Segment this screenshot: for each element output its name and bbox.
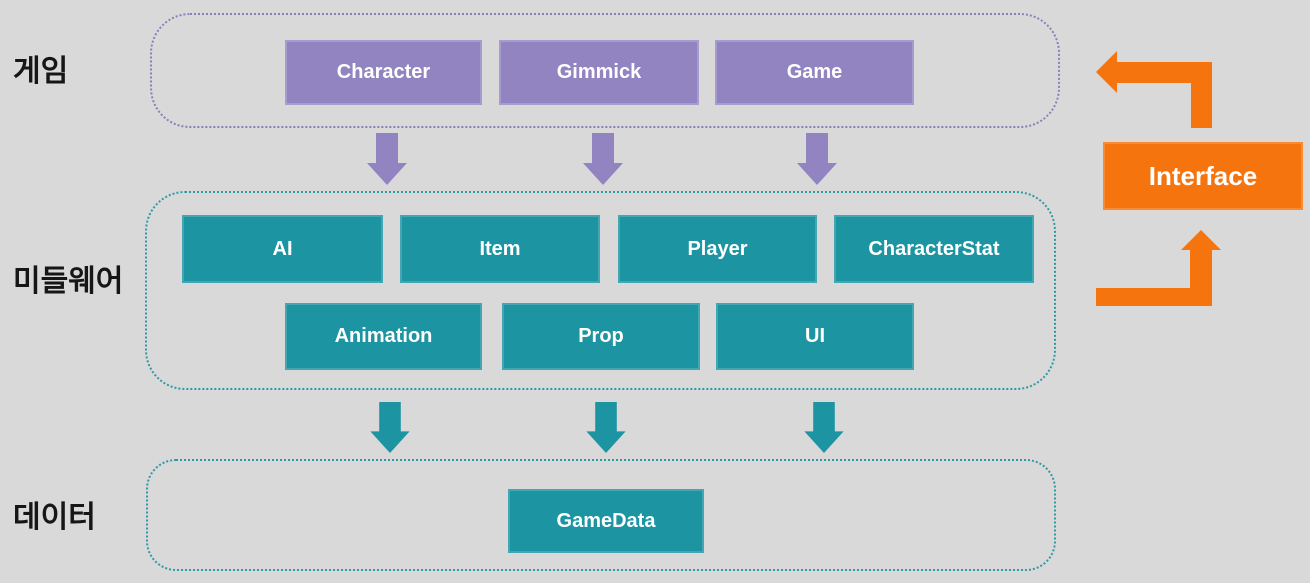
- box-animation: Animation: [285, 303, 482, 370]
- arrow-middleware-to-data-3: [804, 402, 844, 453]
- middleware-layer-container: AI Item Player CharacterStat Animation P…: [145, 191, 1056, 390]
- box-character: Character: [285, 40, 482, 105]
- interface-box: Interface: [1103, 142, 1303, 210]
- box-gamedata: GameData: [508, 489, 704, 553]
- box-prop: Prop: [502, 303, 700, 370]
- arrow-middleware-to-data-1: [370, 402, 410, 453]
- elbow-arrow-up-icon: [1096, 230, 1221, 306]
- arrow-middleware-to-data-2: [586, 402, 626, 453]
- arrow-down-icon: [804, 402, 844, 453]
- data-layer-container: GameData: [146, 459, 1056, 571]
- box-game: Game: [715, 40, 914, 105]
- layer-label-game: 게임: [13, 55, 69, 88]
- layer-label-middleware: 미들웨어: [13, 265, 124, 298]
- box-player: Player: [618, 215, 817, 283]
- arrow-game-to-middleware-3: [797, 133, 837, 185]
- box-item: Item: [400, 215, 600, 283]
- game-layer-container: Character Gimmick Game: [150, 13, 1060, 128]
- arrow-down-icon: [586, 402, 626, 453]
- box-gimmick: Gimmick: [499, 40, 699, 105]
- box-ai: AI: [182, 215, 383, 283]
- arrow-down-icon: [367, 133, 407, 185]
- arrow-game-to-middleware-2: [583, 133, 623, 185]
- layer-label-data: 데이터: [13, 501, 96, 534]
- interface-arrow-bottom: [1096, 230, 1221, 306]
- arrow-down-icon: [583, 133, 623, 185]
- box-characterstat: CharacterStat: [834, 215, 1034, 283]
- interface-arrow-top: [1096, 51, 1212, 128]
- arrow-down-icon: [797, 133, 837, 185]
- arrow-down-icon: [370, 402, 410, 453]
- box-ui: UI: [716, 303, 914, 370]
- arrow-game-to-middleware-1: [367, 133, 407, 185]
- elbow-arrow-left-icon: [1096, 51, 1212, 128]
